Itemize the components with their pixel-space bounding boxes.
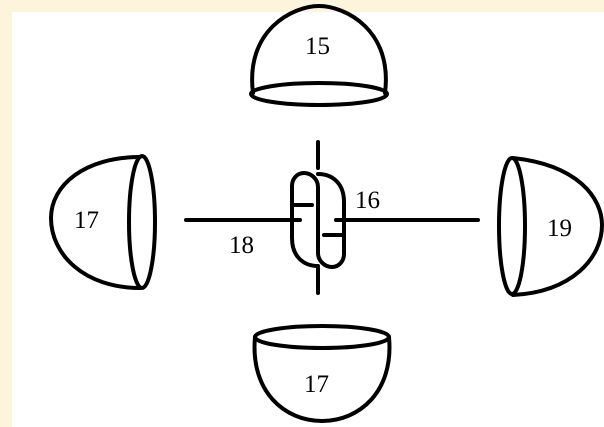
label-right-cup: 19	[547, 215, 572, 242]
right-cup	[497, 156, 604, 297]
central-connector	[290, 171, 346, 269]
label-connector: 16	[355, 187, 380, 214]
label-left-cup: 17	[74, 207, 99, 234]
bottom-cup	[252, 324, 392, 423]
label-horizontal-arm: 18	[229, 232, 254, 259]
left-cup	[49, 154, 157, 290]
top-cup	[249, 4, 389, 107]
left-cup-rim	[127, 154, 157, 290]
left-cup-dome	[49, 155, 142, 290]
connector-upper-link	[290, 171, 320, 268]
connector-lower-link	[316, 172, 346, 269]
bottom-cup-dome	[252, 335, 392, 423]
right-cup-rim	[497, 156, 527, 296]
drawing-canvas	[12, 12, 604, 427]
top-cup-dome	[250, 4, 388, 95]
label-top-cup: 15	[305, 33, 330, 60]
label-bottom-cup: 17	[304, 371, 329, 398]
top-cup-rim	[249, 81, 389, 107]
right-cup-dome	[511, 156, 604, 297]
